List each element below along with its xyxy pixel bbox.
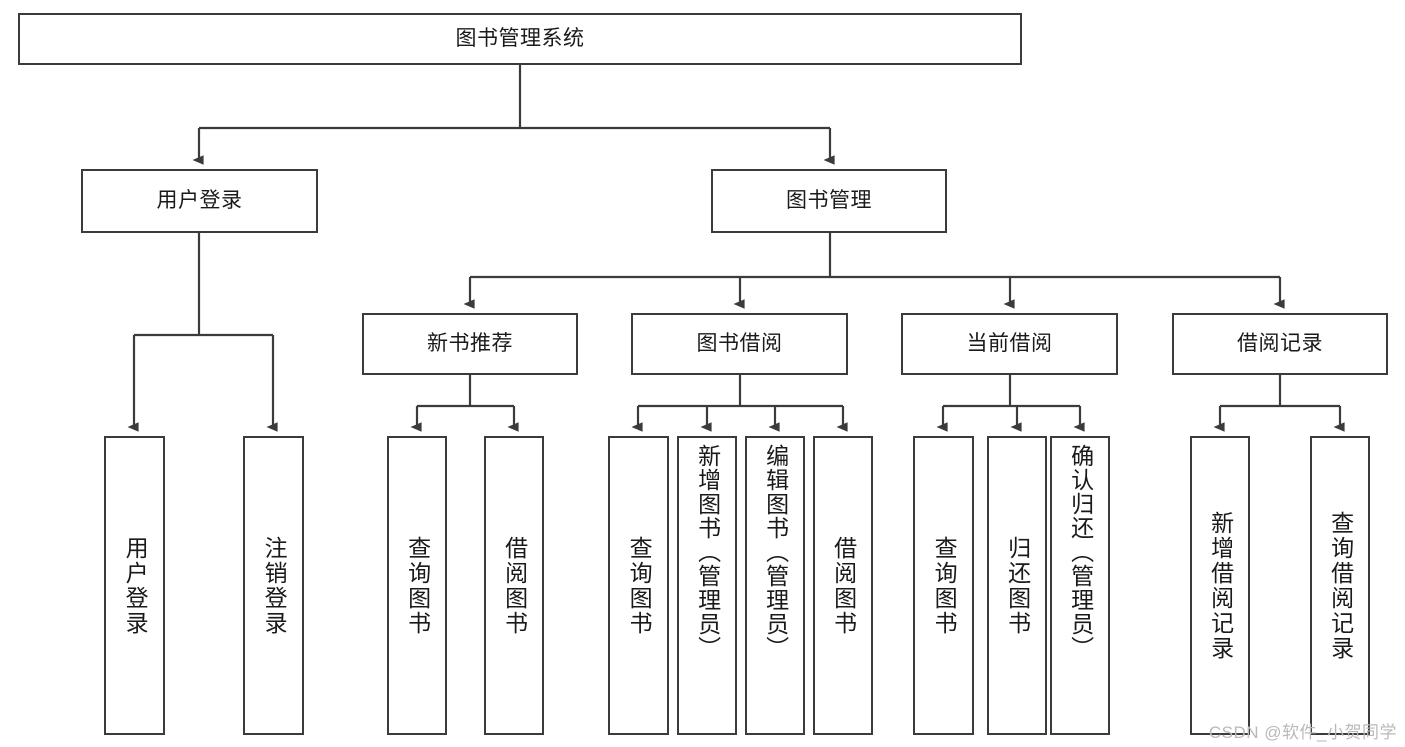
node-leaf-user-login-label: 用户登录 xyxy=(122,535,149,636)
node-leaf-borrow-book-rec[interactable]: 借阅图书 xyxy=(484,436,544,735)
node-user-login[interactable]: 用户登录 xyxy=(81,169,318,233)
node-user-login-label: 用户登录 xyxy=(156,188,243,212)
node-book-borrow[interactable]: 图书借阅 xyxy=(631,313,848,375)
node-leaf-query-book-borrow[interactable]: 查询图书 xyxy=(608,436,669,735)
node-leaf-logout-label: 注销登录 xyxy=(261,535,288,636)
node-leaf-query-book-borrow-label: 查询图书 xyxy=(626,535,653,636)
node-leaf-add-book[interactable]: 新增图书（管理员） xyxy=(677,436,737,735)
node-leaf-confirm-return[interactable]: 确认归还（管理员） xyxy=(1050,436,1110,735)
node-leaf-borrow-book-rec-label: 借阅图书 xyxy=(501,535,528,636)
node-new-book-rec[interactable]: 新书推荐 xyxy=(362,313,578,375)
node-leaf-borrow-book[interactable]: 借阅图书 xyxy=(813,436,873,735)
node-current-borrow[interactable]: 当前借阅 xyxy=(901,313,1118,375)
node-leaf-edit-book[interactable]: 编辑图书（管理员） xyxy=(745,436,805,735)
node-new-book-rec-label: 新书推荐 xyxy=(427,331,513,355)
node-root[interactable]: 图书管理系统 xyxy=(18,13,1022,65)
node-leaf-query-record-label: 查询借阅记录 xyxy=(1327,510,1354,661)
node-book-borrow-label: 图书借阅 xyxy=(696,331,783,355)
node-book-manage[interactable]: 图书管理 xyxy=(711,169,947,233)
node-borrow-record[interactable]: 借阅记录 xyxy=(1172,313,1388,375)
node-book-manage-label: 图书管理 xyxy=(786,188,872,212)
node-leaf-return-book[interactable]: 归还图书 xyxy=(987,436,1047,735)
node-leaf-query-book-rec[interactable]: 查询图书 xyxy=(387,436,447,735)
node-leaf-query-record[interactable]: 查询借阅记录 xyxy=(1310,436,1370,735)
watermark: CSDN @软件_小贺同学 xyxy=(1208,723,1397,742)
node-root-label: 图书管理系统 xyxy=(455,26,585,50)
node-leaf-add-record[interactable]: 新增借阅记录 xyxy=(1190,436,1250,735)
node-leaf-add-record-label: 新增借阅记录 xyxy=(1207,510,1234,661)
node-leaf-confirm-return-label: 确认归还（管理员） xyxy=(1067,444,1094,660)
node-leaf-return-book-label: 归还图书 xyxy=(1004,535,1031,636)
node-borrow-record-label: 借阅记录 xyxy=(1237,331,1323,355)
node-leaf-logout[interactable]: 注销登录 xyxy=(243,436,304,735)
node-leaf-query-book-cur-label: 查询图书 xyxy=(931,535,958,636)
node-leaf-query-book-cur[interactable]: 查询图书 xyxy=(913,436,974,735)
node-leaf-edit-book-label: 编辑图书（管理员） xyxy=(762,444,789,660)
node-leaf-add-book-label: 新增图书（管理员） xyxy=(694,444,721,660)
node-leaf-user-login[interactable]: 用户登录 xyxy=(104,436,165,735)
node-leaf-query-book-rec-label: 查询图书 xyxy=(404,535,431,636)
node-current-borrow-label: 当前借阅 xyxy=(966,331,1053,355)
node-leaf-borrow-book-label: 借阅图书 xyxy=(830,535,857,636)
